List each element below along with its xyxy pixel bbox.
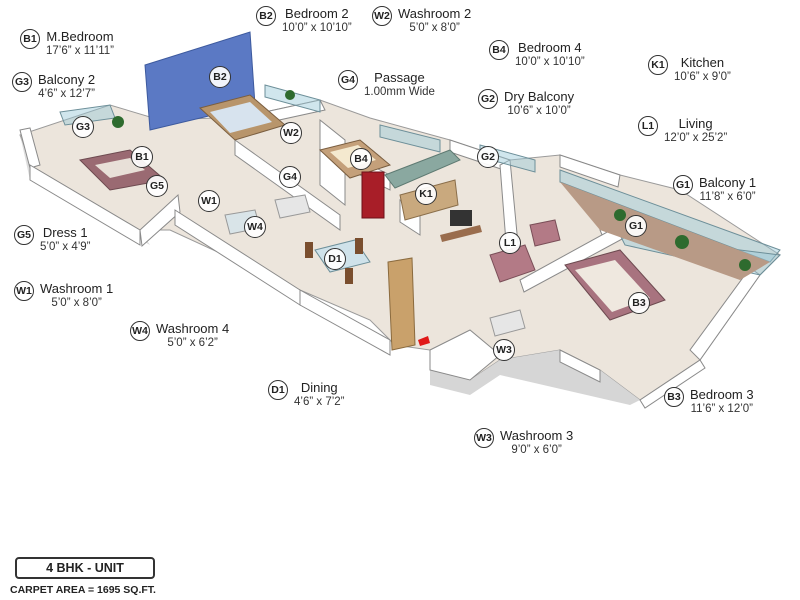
legend-dims: 11’6” x 12’0” — [690, 403, 754, 415]
legend-dims: 10’0” x 10’10” — [282, 22, 352, 34]
legend-code-badge: B3 — [664, 387, 684, 407]
plan-badge-l1: L1 — [499, 232, 521, 254]
plan-badge-k1: K1 — [415, 183, 437, 205]
legend-dims: 9’0” x 6’0” — [511, 444, 562, 456]
legend-name: Washroom 2 — [398, 6, 472, 21]
legend-code-badge: G1 — [673, 175, 693, 195]
legend-dims: 10’6” x 10’0” — [507, 105, 571, 117]
legend-dims: 5’0” x 6’2” — [167, 337, 218, 349]
legend-name: Kitchen — [680, 55, 725, 70]
legend-dims: 12’0” x 25’2” — [664, 132, 728, 144]
entry-arrow-icon — [418, 336, 430, 346]
legend-name: Washroom 4 — [156, 321, 230, 336]
legend-code-badge: G2 — [478, 89, 498, 109]
plan-badge-g5: G5 — [146, 175, 168, 197]
plan-badge-g3: G3 — [72, 116, 94, 138]
plan-badge-w2: W2 — [280, 122, 302, 144]
carpet-area-text: CARPET AREA = 1695 SQ.FT. — [10, 584, 156, 596]
legend-dims: 1.00mm Wide — [364, 86, 435, 98]
entrance-door — [387, 257, 416, 351]
legend-dims: 11’8” x 6’0” — [699, 191, 756, 203]
balcony-1-floor — [560, 182, 770, 280]
legend-name: M.Bedroom — [46, 29, 114, 44]
legend-code-badge: W2 — [372, 6, 392, 26]
legend-code-badge: G3 — [12, 72, 32, 92]
plan-badge-w3: W3 — [493, 339, 515, 361]
legend-name: Dry Balcony — [504, 89, 575, 104]
legend-name: Living — [678, 116, 713, 131]
unit-type-label: 4 BHK - UNIT — [15, 557, 155, 579]
legend-code-badge: W3 — [474, 428, 494, 448]
legend-dims: 4’6” x 7’2” — [294, 396, 345, 408]
legend-dims: 5’0” x 8’0” — [409, 22, 460, 34]
legend-code-badge: G5 — [14, 225, 34, 245]
legend-name: Dress 1 — [42, 225, 88, 240]
legend-code-badge: B4 — [489, 40, 509, 60]
plan-badge-b4: B4 — [350, 148, 372, 170]
legend-code-badge: G4 — [338, 70, 358, 90]
legend-name: Bedroom 2 — [285, 6, 349, 21]
legend-code-badge: L1 — [638, 116, 658, 136]
legend-code-badge: K1 — [648, 55, 668, 75]
legend-dims: 17’6” x 11’11” — [46, 45, 114, 57]
plan-badge-d1: D1 — [324, 248, 346, 270]
living-furniture — [440, 210, 561, 283]
plan-badge-b1: B1 — [131, 146, 153, 168]
plan-badge-b3: B3 — [628, 292, 650, 314]
legend-code-badge: B2 — [256, 6, 276, 26]
plan-badge-g4: G4 — [279, 166, 301, 188]
legend-name: Dining — [300, 380, 338, 395]
legend-code-badge: W4 — [130, 321, 150, 341]
legend-dims: 5’0” x 8’0” — [51, 297, 102, 309]
plants — [112, 90, 751, 271]
legend-dims: 10’0” x 10’10” — [515, 56, 585, 68]
legend-name: Washroom 3 — [500, 428, 574, 443]
plan-badge-b2: B2 — [209, 66, 231, 88]
legend-name: Washroom 1 — [40, 281, 114, 296]
legend-name: Bedroom 3 — [690, 387, 754, 402]
legend-name: Balcony 2 — [38, 72, 96, 87]
legend-dims: 10’6” x 9’0” — [674, 71, 731, 83]
legend-code-badge: D1 — [268, 380, 288, 400]
legend-dims: 4’6” x 12’7” — [38, 88, 95, 100]
legend-code-badge: W1 — [14, 281, 34, 301]
plan-badge-w4: W4 — [244, 216, 266, 238]
plan-badge-w1: W1 — [198, 190, 220, 212]
legend-dims: 5’0” x 4’9” — [40, 241, 91, 253]
plan-badge-g2: G2 — [477, 146, 499, 168]
legend-name: Bedroom 4 — [518, 40, 582, 55]
legend-name: Passage — [374, 70, 425, 85]
plan-badge-g1: G1 — [625, 215, 647, 237]
legend-name: Balcony 1 — [699, 175, 757, 190]
legend-code-badge: B1 — [20, 29, 40, 49]
